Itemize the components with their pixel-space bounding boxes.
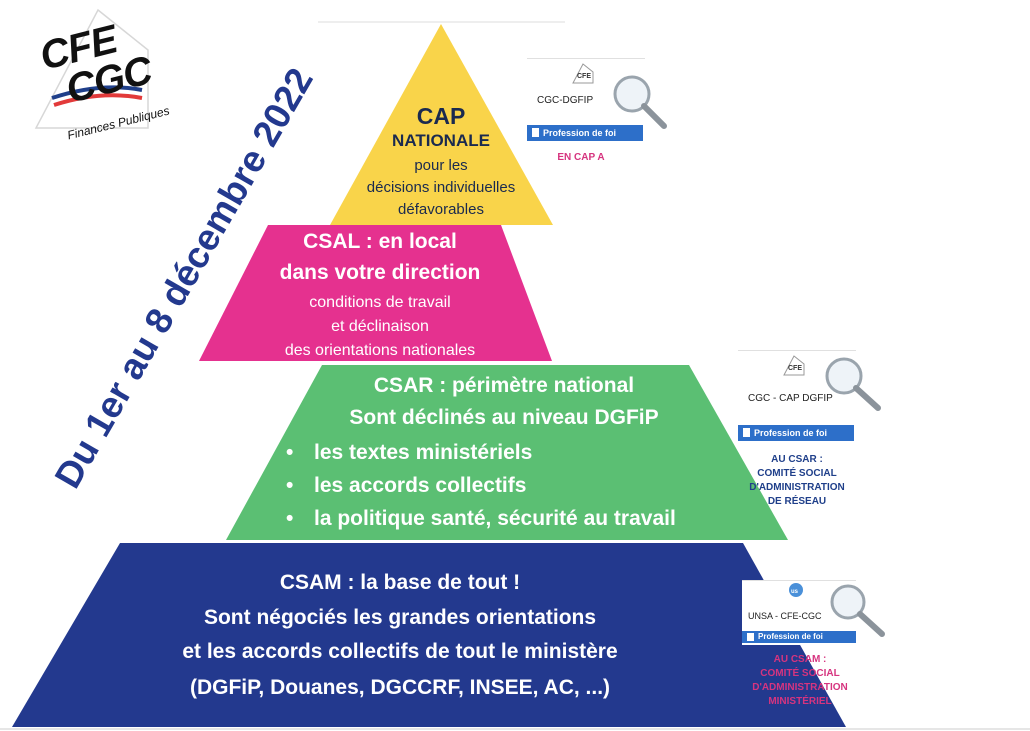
card-caption: COMITÉ SOCIAL [760, 668, 840, 679]
logo-mini-icon: CFE [572, 63, 594, 84]
magnifier-icon [830, 584, 885, 637]
document-icon [747, 633, 754, 641]
csam-line1: CSAM : la base de tout ! [279, 571, 521, 594]
cap-line2: décisions individuelles [366, 179, 516, 196]
cap-title: CAP [416, 103, 466, 129]
profession-de-foi-button[interactable]: Profession de foi [527, 125, 643, 141]
card-caption: D'ADMINISTRATION [752, 682, 848, 693]
profession-de-foi-button[interactable]: Profession de foi [742, 631, 856, 643]
csam-layer-shape [12, 543, 846, 727]
csal-layer-shape [199, 225, 552, 361]
card-caption: D'ADMINISTRATION [749, 482, 845, 493]
profession-de-foi-button[interactable]: Profession de foi [738, 425, 854, 441]
magnifier-icon [613, 75, 667, 129]
csar-bullet-item: •la politique santé, sécurité au travail [286, 507, 676, 530]
card-caption: AU CSAR : [771, 454, 823, 465]
csar-bullet-item: •les textes ministériels [286, 441, 533, 464]
profession-card-csam[interactable]: us UNSA - CFE-CGC Profession de foi [742, 580, 856, 645]
card-caption: DE RÉSEAU [767, 496, 827, 507]
csam-line3: et les accords collectifs de tout le min… [182, 640, 618, 663]
svg-text:CFE: CFE [577, 73, 591, 80]
csal-line1: conditions de travail [309, 294, 451, 311]
document-icon [532, 128, 539, 137]
csar-title-1: CSAR : périmètre national [373, 374, 635, 397]
logo-mini-icon: us [789, 583, 803, 597]
logo-frame-icon [34, 8, 149, 129]
csar-bullet-item: •les accords collectifs [286, 474, 527, 497]
card-header: UNSA - CFE-CGC [748, 611, 822, 621]
card-caption: MINISTÉRIEL [768, 696, 832, 707]
csal-title-1: CSAL : en local [303, 230, 457, 253]
card-caption: AU CSAM : [773, 654, 827, 665]
csar-title-2: Sont déclinés au niveau DGFiP [349, 406, 659, 429]
csal-title-2: dans votre direction [279, 261, 481, 284]
svg-text:CFE: CFE [788, 365, 802, 372]
svg-text:us: us [791, 589, 799, 595]
card-caption: EN CAP A [557, 152, 605, 163]
csam-line4: (DGFiP, Douanes, DGCCRF, INSEE, AC, ...) [189, 676, 611, 699]
csal-line2: et déclinaison [331, 318, 429, 335]
csar-bullet-list: •les textes ministériels •les accords co… [286, 436, 676, 535]
csal-line3: des orientations nationales [284, 342, 476, 359]
cap-layer-shape [330, 24, 553, 225]
card-caption: COMITÉ SOCIAL [757, 468, 837, 479]
csar-layer-shape [226, 365, 788, 540]
document-icon [743, 428, 750, 437]
card-header: CGC - CAP DGFIP [748, 393, 833, 404]
cfe-cgc-logo: CFE CGC Finances Publiques [30, 8, 171, 158]
card-header: CGC-DGFIP [537, 95, 594, 106]
cap-line3: défavorables [398, 201, 484, 218]
cap-subtitle: NATIONALE [392, 131, 490, 150]
logo-mini-icon: CFE [783, 355, 805, 376]
cap-line1: pour les [414, 157, 468, 174]
csam-line2: Sont négociés les grandes orientations [203, 606, 597, 629]
magnifier-icon [825, 357, 881, 411]
